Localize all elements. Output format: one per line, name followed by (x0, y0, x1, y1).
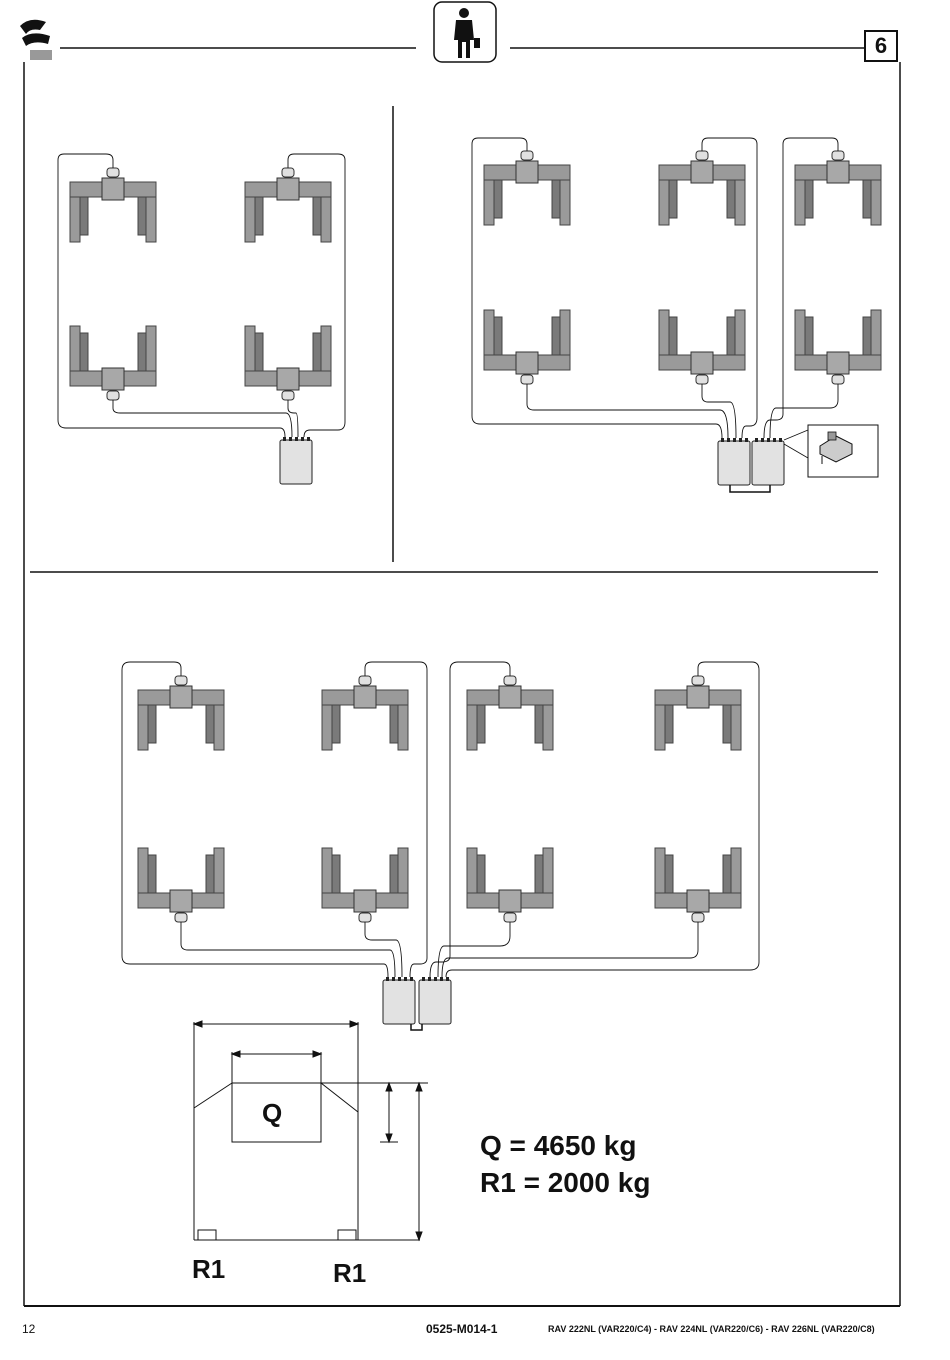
formula-r1: R1 = 2000 kg (480, 1167, 650, 1199)
brand-logo-icon (20, 20, 52, 60)
load-diagram (194, 1021, 428, 1240)
load-label-q: Q (262, 1098, 282, 1129)
formula-q: Q = 4650 kg (480, 1130, 636, 1162)
reaction-label-left: R1 (192, 1254, 225, 1285)
panel-four-columns (58, 154, 345, 484)
document-code: 0525-M014-1 (426, 1322, 497, 1336)
operator-person-icon (434, 2, 496, 62)
connector-detail-inset (784, 425, 878, 477)
panel-six-columns (472, 138, 881, 492)
page-number: 12 (22, 1322, 35, 1336)
reaction-label-right: R1 (333, 1258, 366, 1289)
page-tag: 6 (864, 30, 898, 62)
model-list: RAV 222NL (VAR220/C4) - RAV 224NL (VAR22… (548, 1324, 875, 1334)
panel-eight-columns (122, 662, 759, 1030)
